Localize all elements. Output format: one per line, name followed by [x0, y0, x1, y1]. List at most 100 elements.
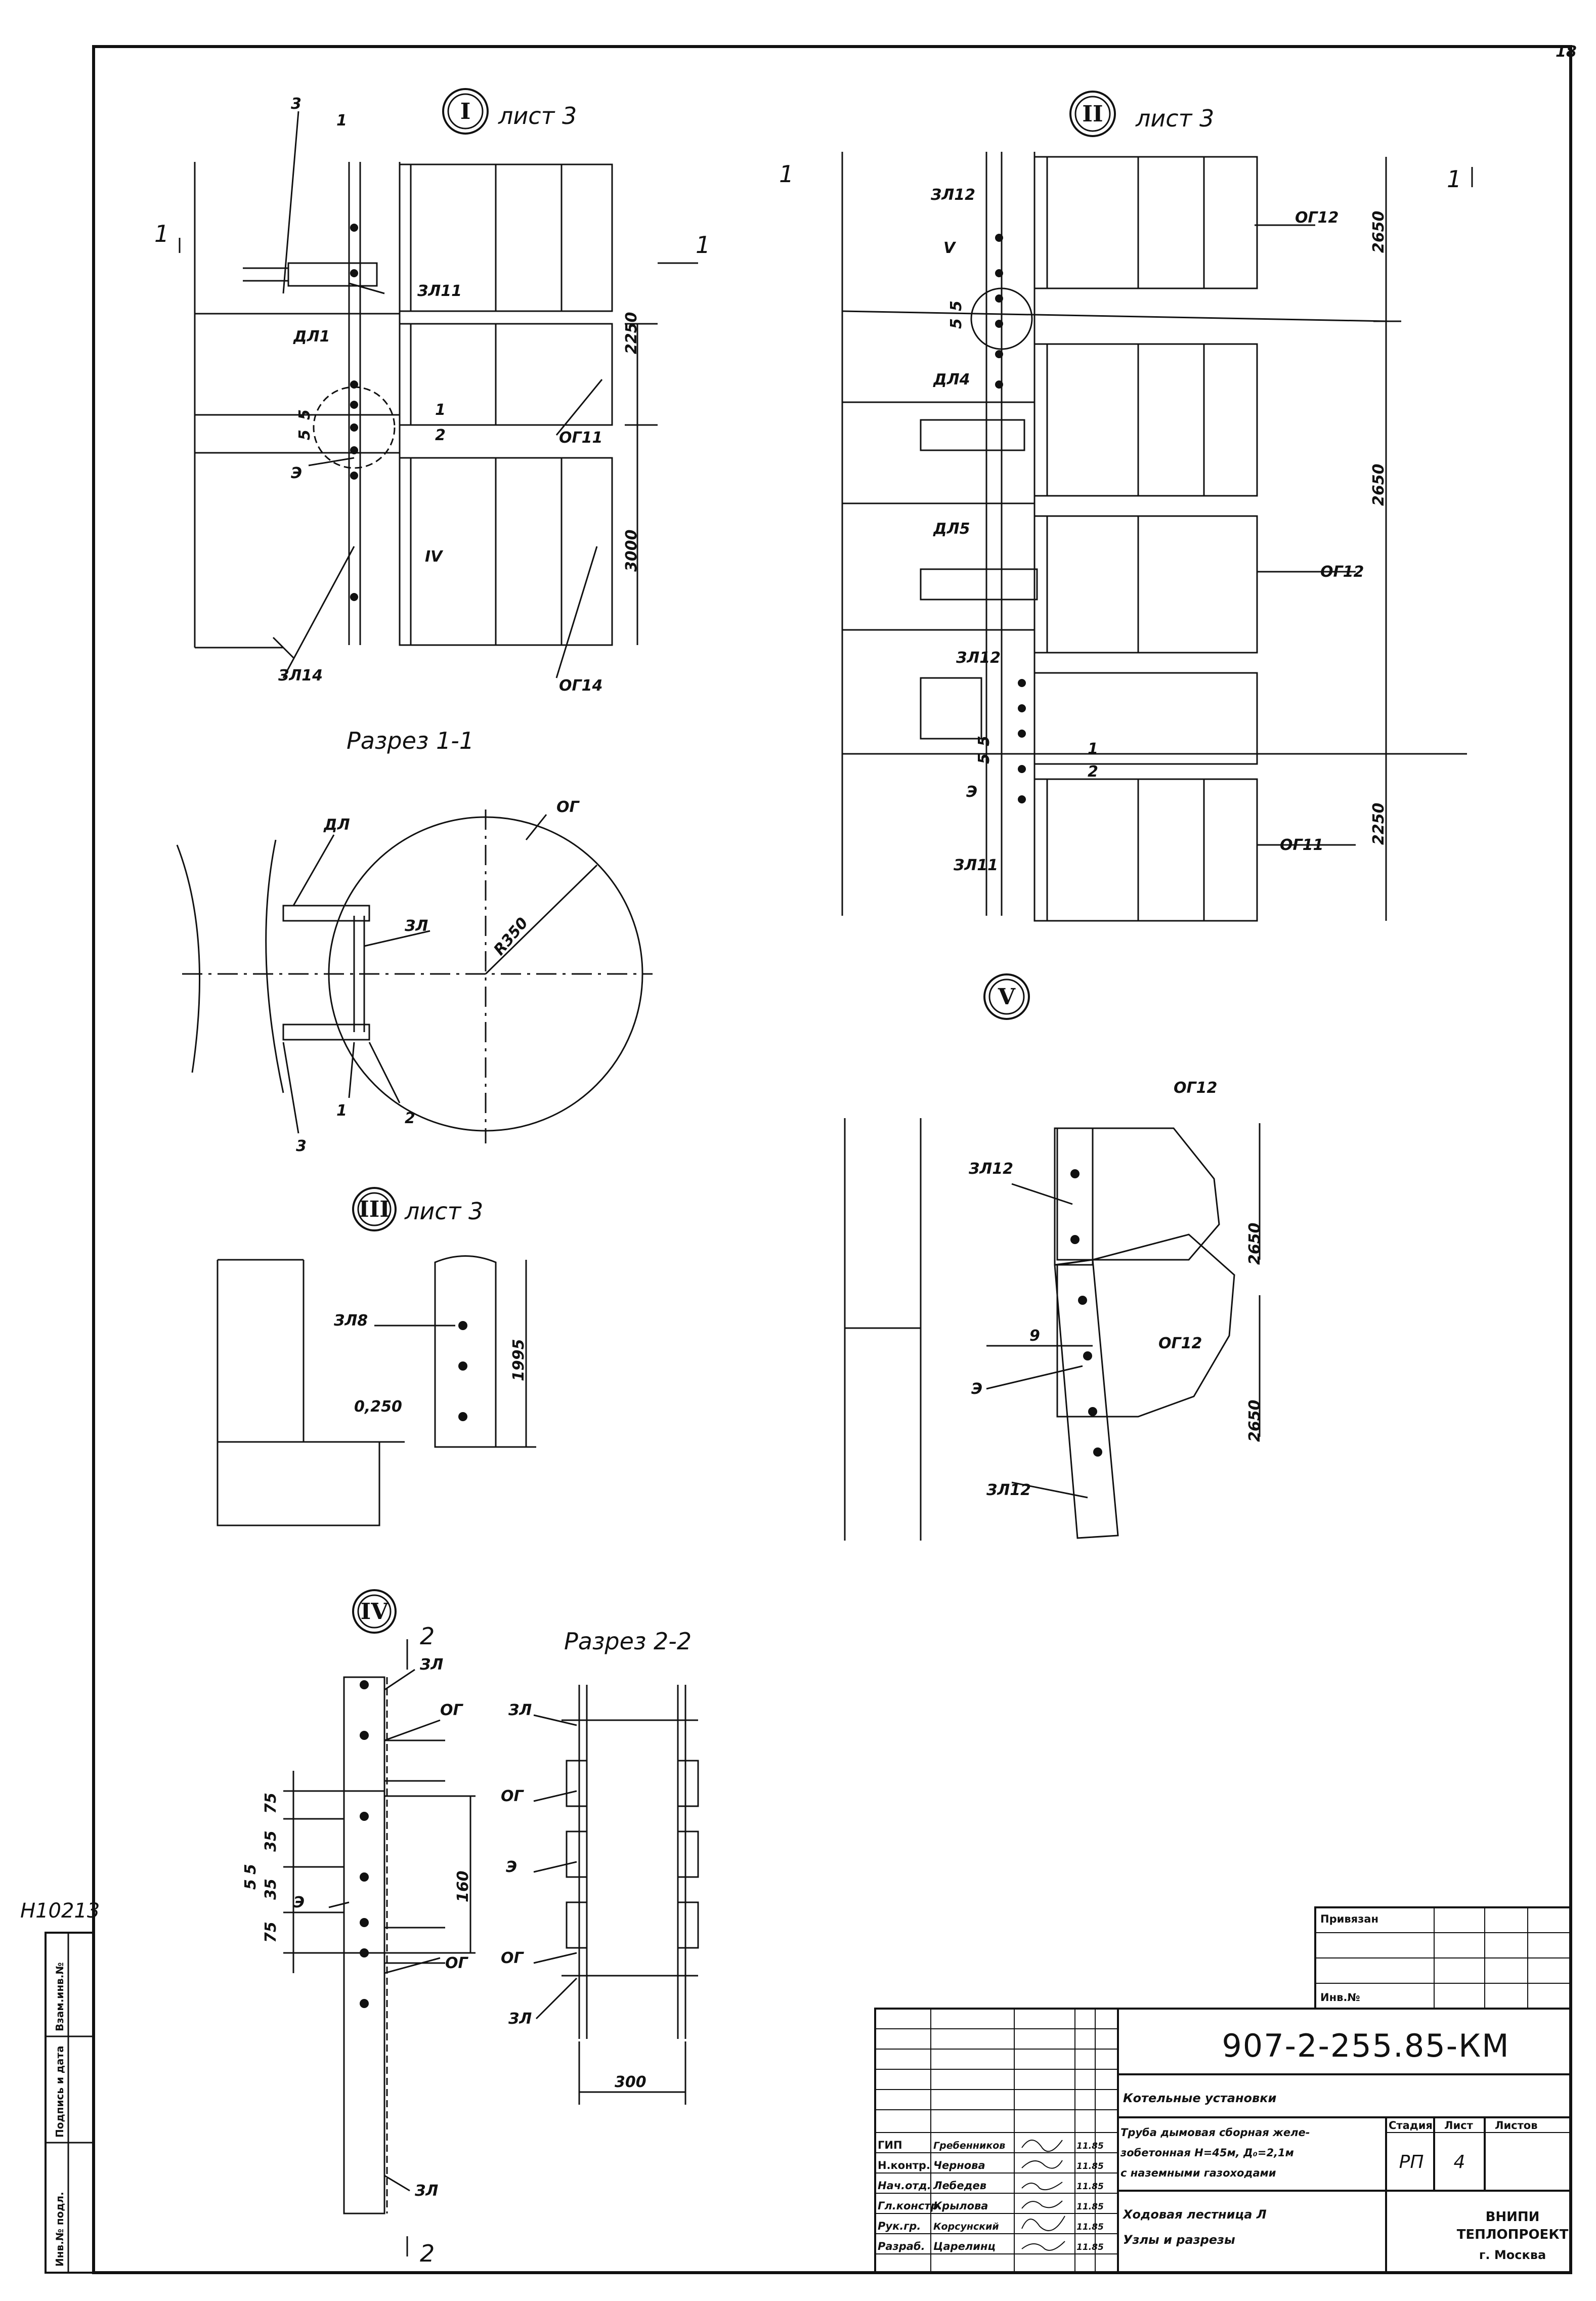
node-4-dim-35b: 35	[262, 1879, 280, 1900]
node-1-label-3: 3	[291, 95, 301, 113]
node-2-view: II лист 3	[779, 91, 1473, 922]
title-header-sheets: Листов	[1495, 2119, 1538, 2132]
node-1-dim-3000: 3000	[623, 530, 640, 572]
node-5-label-zl12b: ЗЛ12	[986, 1481, 1031, 1499]
name-2: Чернова	[933, 2159, 985, 2171]
node-1-label-1a: 1	[336, 112, 347, 130]
node-1-dim-2250: 2250	[623, 312, 640, 355]
role-glkonstr: Гл.констр.	[878, 2200, 942, 2212]
role-razrab: Разраб.	[878, 2240, 925, 2252]
node-1-sheet-ref: лист 3	[498, 102, 577, 130]
node-2-dim-2650b: 2650	[1370, 464, 1388, 506]
node-3-sheet-ref: лист 3	[404, 1198, 483, 1225]
node-3-label-0250: 0,250	[354, 1398, 402, 1416]
node-2-label-dl4: ДЛ4	[933, 371, 970, 389]
node-1-label-1d: 1	[435, 401, 446, 419]
title-block: Привязан Инв.№ 907-2-255.85-КМ Котельные…	[874, 1906, 1572, 2274]
node-1-label-og11: ОГ11	[559, 429, 602, 447]
margin-label-sign: Подпись и дата	[54, 2046, 66, 2138]
section-1-1-label-dl: ДЛ	[323, 816, 350, 834]
section-1-1-title: Разрез 1-1	[347, 727, 474, 754]
node-4-dim-160: 160	[454, 1870, 472, 1902]
node-2-numeral: II	[1082, 101, 1103, 127]
section-2-2-view: Разрез 2-2 ЗЛ ОГ Э ОГ ЗЛ 3	[501, 1628, 699, 2105]
node-2-label-zl12b: ЗЛ12	[956, 649, 1001, 667]
node-4-label-2a: 2	[420, 1623, 435, 1650]
node-2-label-dl5: ДЛ5	[933, 520, 970, 538]
date-5: 11.85	[1076, 2222, 1104, 2232]
section-2-2-title: Разрез 2-2	[564, 1628, 692, 1655]
node-2-label-zl12: ЗЛ12	[930, 186, 975, 204]
name-4: Крылова	[933, 2200, 988, 2212]
node-5-label-zl12a: ЗЛ12	[968, 1160, 1013, 1178]
node-4-view: IV	[242, 1589, 476, 2267]
node-1-label-5b: 5	[296, 430, 314, 440]
title-drawing-name-1: Ходовая лестница Л	[1122, 2207, 1267, 2222]
role-nkontr: Н.контр.	[878, 2159, 930, 2171]
node-3-numeral: III	[359, 1197, 390, 1222]
node-2-label-5d: 5	[975, 753, 993, 764]
node-5-label-og12b: ОГ12	[1158, 1335, 1202, 1352]
node-4-numeral: IV	[361, 1599, 389, 1625]
title-stage: РП	[1399, 2152, 1424, 2172]
date-1: 11.85	[1076, 2141, 1104, 2151]
node-2-label-e: Э	[966, 783, 977, 801]
section-2-2-label-og-b: ОГ	[501, 1949, 525, 1967]
node-1-label-1b: 1	[154, 220, 169, 247]
node-2-label-2: 2	[1088, 763, 1098, 781]
node-4-label-og-b: ОГ	[445, 1954, 469, 1972]
node-5-dim-2650a: 2650	[1246, 1223, 1264, 1265]
title-object-2: зобетонная Н=45м, Д₀=2,1м	[1120, 2147, 1294, 2159]
node-3-label-zl8: ЗЛ8	[333, 1312, 368, 1330]
section-2-2-dim-300: 300	[615, 2073, 646, 2091]
node-2-label-zl11: ЗЛ11	[953, 857, 998, 874]
margin-stamp	[45, 1932, 95, 2274]
signatures	[1021, 2140, 1065, 2251]
section-1-1-label-og: ОГ	[556, 798, 580, 816]
node-3-view: III лист 3 ЗЛ8 0,250 1995	[217, 1187, 536, 1526]
name-3: Лебедев	[933, 2180, 986, 2192]
node-1-label-2: 2	[435, 427, 446, 444]
title-doc-code: 907-2-255.85-КМ	[1222, 2027, 1509, 2064]
node-5-view: V ОГ12 ЗЛ12 9 ОГ12 Э ЗЛ12 2650 2650	[844, 973, 1264, 1541]
node-1-label-e: Э	[291, 464, 302, 482]
title-object-3: с наземными газоходами	[1120, 2167, 1276, 2179]
title-privyazan: Привязан	[1320, 1913, 1378, 1925]
node-2-label-1a: 1	[779, 160, 794, 188]
node-4-dim-5b: 5	[242, 1879, 260, 1890]
title-org-1: ВНИПИ	[1486, 2209, 1540, 2225]
section-2-2-label-zl-b: ЗЛ	[508, 2010, 532, 2028]
node-2-label-5b: 5	[947, 318, 965, 329]
date-4: 11.85	[1076, 2202, 1104, 2212]
title-sheet: 4	[1454, 2152, 1465, 2172]
title-project: Котельные установки	[1123, 2091, 1276, 2105]
node-4-dim-75a: 75	[262, 1793, 280, 1814]
node-1-numeral: I	[460, 99, 471, 124]
name-5: Корсунский	[933, 2221, 999, 2232]
node-2-label-5c: 5	[975, 736, 993, 746]
section-2-2-label-og-a: ОГ	[501, 1787, 525, 1805]
name-6: Царелинц	[933, 2240, 996, 2252]
node-5-label-e: Э	[971, 1380, 982, 1398]
section-1-1-label-zl: ЗЛ	[404, 917, 428, 935]
node-5-label-og12a: ОГ12	[1174, 1079, 1217, 1097]
title-org-2: ТЕПЛОПРОЕКТ	[1457, 2227, 1569, 2242]
node-3-dim-1995: 1995	[510, 1339, 528, 1382]
node-2-dim-2250: 2250	[1370, 803, 1388, 845]
node-2-sheet-ref: лист 3	[1135, 105, 1214, 132]
node-1-label-iv: IV	[425, 548, 444, 566]
node-4-dim-5a: 5	[242, 1864, 260, 1874]
date-2: 11.85	[1076, 2161, 1104, 2171]
sheet-frame	[92, 45, 1572, 2274]
node-2-label-1b: 1	[1447, 165, 1461, 193]
node-1-label-1c: 1	[696, 231, 710, 259]
node-2-label-og12a: ОГ12	[1295, 209, 1339, 227]
inventory-stamp: Н10213	[20, 1899, 100, 1923]
node-1-label-og14: ОГ14	[559, 677, 602, 695]
page-number: 18	[1556, 43, 1577, 61]
node-2-label-og11: ОГ11	[1280, 836, 1323, 854]
title-header-sheet: Лист	[1444, 2119, 1474, 2132]
title-drawing-name-2: Узлы и разрезы	[1123, 2233, 1235, 2247]
title-org-3: г. Москва	[1479, 2248, 1546, 2262]
node-4-label-og-a: ОГ	[440, 1701, 464, 1719]
